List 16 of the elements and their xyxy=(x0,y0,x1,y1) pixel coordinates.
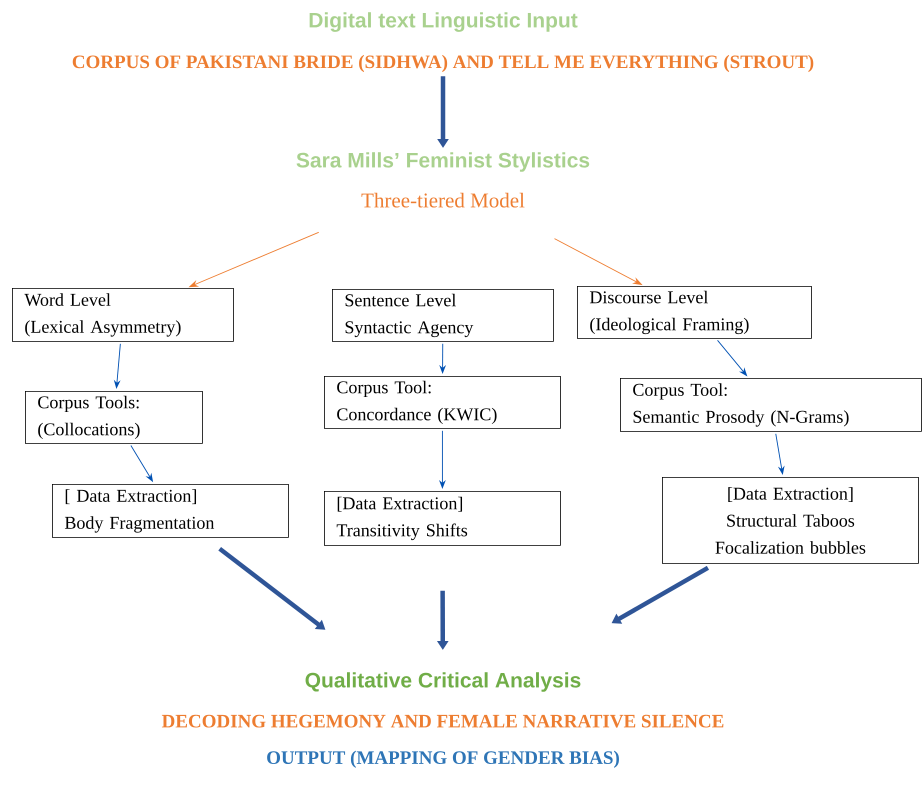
heading: Sara Mills’ Feminist Stylistics xyxy=(296,152,590,172)
text-box: [Data Extraction] Structural Taboos Focalization bubbles xyxy=(662,477,919,564)
text-box: [Data Extraction] Transitivity Shifts xyxy=(324,491,561,546)
subheading: CORPUS OF PAKISTANI BRIDE (SIDHWA) AND TELL ME EVERYTHING (STROUT) xyxy=(72,54,814,72)
heading: Qualitative Critical Analysis xyxy=(306,672,580,692)
text-box: Sentence Level Syntactic Agency xyxy=(332,289,554,342)
text-box: [ Data Extraction] Body Fragmentation xyxy=(52,484,289,538)
subheading: OUTPUT (MAPPING OF GENDER BIAS) xyxy=(267,750,619,768)
heading: Digital text Linguistic Input xyxy=(310,12,578,32)
text-box: Corpus Tool: Concordance (KWIC) xyxy=(324,376,561,429)
subheading: Three-tiered Model xyxy=(361,192,524,208)
text-box: Discourse Level (Ideological Framing) xyxy=(577,286,812,339)
text-box: Corpus Tools: (Collocations) xyxy=(25,391,203,444)
text-box: Word Level (Lexical Asymmetry) xyxy=(12,288,234,342)
subheading: DECODING HEGEMONY AND FEMALE NARRATIVE SILENCE xyxy=(162,714,724,728)
text-box: Corpus Tool: Semantic Prosody (N-Grams) xyxy=(620,378,922,432)
